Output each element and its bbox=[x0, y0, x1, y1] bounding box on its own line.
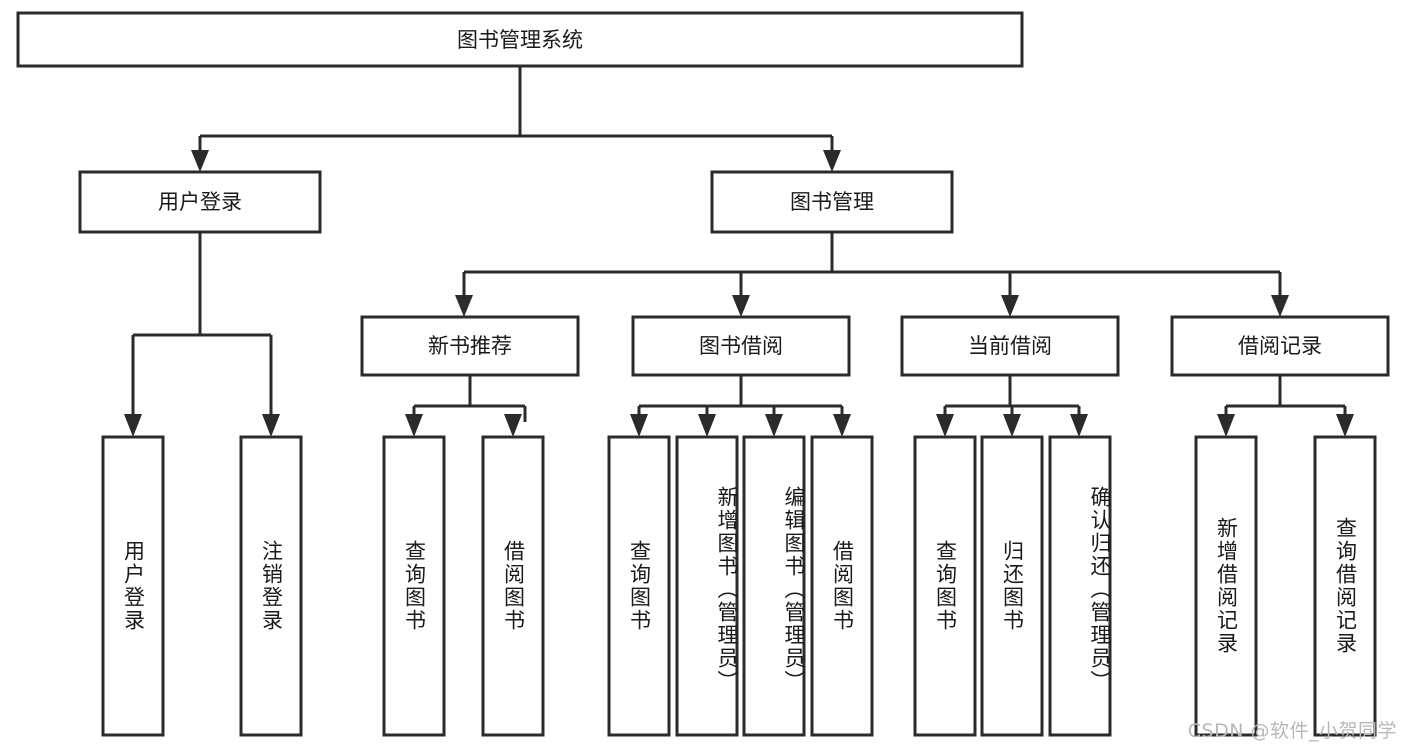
node-root-label: 图书管理系统 bbox=[457, 28, 583, 52]
connector-borrow-record-bus bbox=[1224, 375, 1347, 422]
node-leaf-add-book[interactable] bbox=[675, 435, 739, 737]
arrowhead-to-leaf-query-book-3 bbox=[936, 414, 954, 437]
connector-book-borrow-bus bbox=[637, 375, 844, 422]
arrowhead-to-leaf-logout bbox=[262, 414, 280, 437]
node-book-borrow-label: 图书借阅 bbox=[699, 334, 783, 358]
arrowhead-to-leaf-query-record bbox=[1336, 414, 1354, 437]
connector-book-manage-bus bbox=[462, 232, 1282, 303]
arrowhead-to-leaf-return-book bbox=[1003, 414, 1021, 437]
node-leaf-logout[interactable] bbox=[239, 435, 303, 737]
node-user-login[interactable] bbox=[78, 170, 322, 234]
arrowhead-to-current-borrow bbox=[1001, 295, 1019, 317]
node-current-borrow[interactable] bbox=[900, 315, 1120, 377]
arrowhead-to-leaf-add-record bbox=[1217, 414, 1235, 437]
node-leaf-query-record[interactable] bbox=[1313, 435, 1377, 737]
node-leaf-add-record[interactable] bbox=[1194, 435, 1258, 737]
connector-layer bbox=[124, 66, 1354, 437]
node-user-login-label: 用户登录 bbox=[158, 190, 242, 214]
node-layer: 图书管理系统 用户登录 图书管理 新书推荐 图书借阅 当前借阅 借阅记录 bbox=[16, 11, 1390, 737]
node-leaf-edit-book[interactable] bbox=[742, 435, 806, 737]
node-leaf-user-login[interactable] bbox=[101, 435, 165, 737]
node-leaf-query-book-3[interactable] bbox=[913, 435, 977, 737]
node-book-borrow[interactable] bbox=[631, 315, 851, 377]
node-new-book-rec[interactable] bbox=[360, 315, 580, 377]
arrowhead-to-leaf-add-book bbox=[698, 414, 716, 437]
node-leaf-borrow-book-2[interactable] bbox=[810, 435, 874, 737]
node-leaf-return-book[interactable] bbox=[980, 435, 1044, 737]
node-borrow-record-label: 借阅记录 bbox=[1238, 334, 1322, 358]
arrowhead-to-leaf-user-login bbox=[124, 414, 142, 437]
connector-user-login-bus bbox=[131, 232, 273, 422]
node-current-borrow-label: 当前借阅 bbox=[968, 334, 1052, 358]
arrowhead-to-leaf-query-book-2 bbox=[630, 414, 648, 437]
arrowhead-to-leaf-borrow-book-1 bbox=[504, 414, 522, 437]
node-leaf-query-book-2[interactable] bbox=[607, 435, 671, 737]
node-book-manage-label: 图书管理 bbox=[790, 190, 874, 214]
watermark-text: CSDN @软件_小贺同学 bbox=[1187, 720, 1397, 742]
node-leaf-query-book-1[interactable] bbox=[382, 435, 446, 737]
arrowhead-to-borrow-record bbox=[1271, 295, 1289, 317]
arrowhead-to-leaf-confirm-return bbox=[1070, 414, 1088, 437]
arrowhead-to-leaf-borrow-book-2 bbox=[833, 414, 851, 437]
node-leaf-borrow-book-1[interactable] bbox=[481, 435, 545, 737]
arrowhead-to-book-manage bbox=[823, 150, 841, 172]
connector-root-bus bbox=[198, 66, 834, 158]
node-new-book-rec-label: 新书推荐 bbox=[428, 334, 512, 358]
arrowhead-to-leaf-query-book-1 bbox=[405, 414, 423, 437]
connector-new-book-rec-bus bbox=[412, 375, 527, 422]
arrowhead-to-leaf-edit-book bbox=[765, 414, 783, 437]
node-book-manage[interactable] bbox=[710, 170, 954, 234]
node-root[interactable] bbox=[16, 11, 1024, 68]
arrowhead-to-book-borrow bbox=[732, 295, 750, 317]
arrowhead-to-new-book-rec bbox=[455, 295, 473, 317]
node-borrow-record[interactable] bbox=[1170, 315, 1390, 377]
arrowhead-to-user-login bbox=[191, 150, 209, 172]
node-leaf-confirm-return[interactable] bbox=[1048, 435, 1112, 737]
